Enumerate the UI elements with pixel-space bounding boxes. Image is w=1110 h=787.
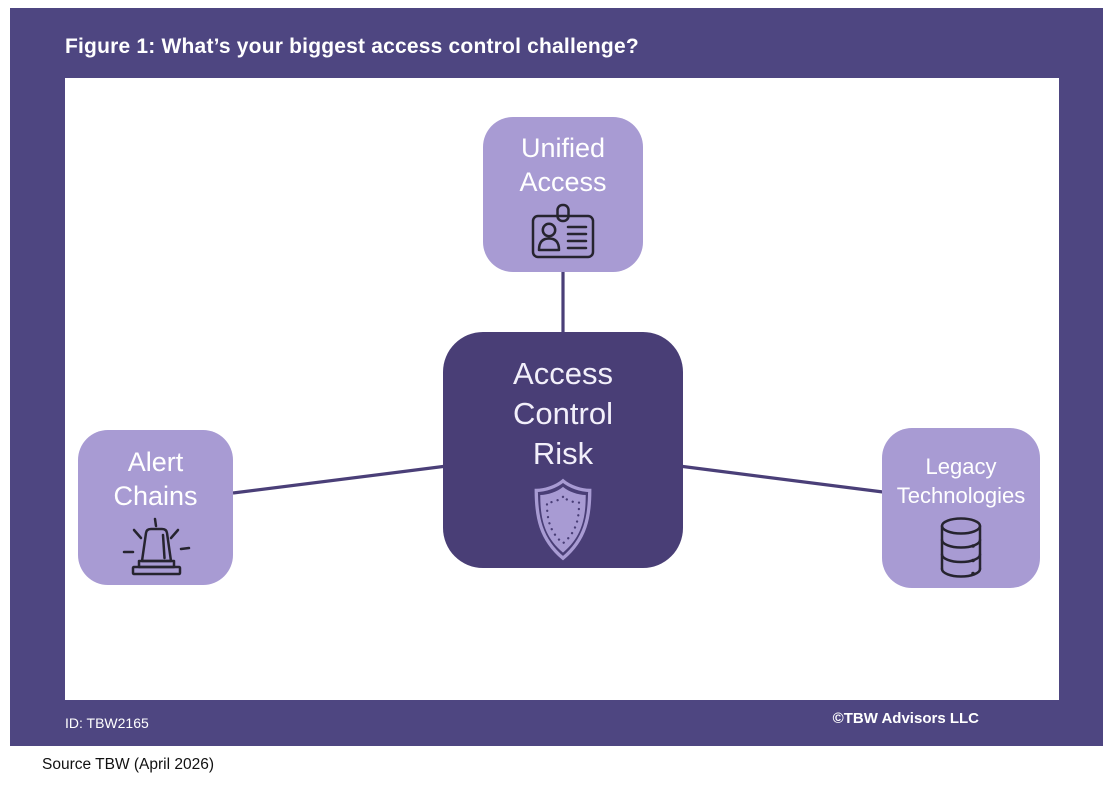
node-unified-access-label: Unified Access — [519, 133, 607, 197]
figure-title: Figure 1: What’s your biggest access con… — [65, 35, 639, 58]
node-alert-chains: Alert Chains — [78, 430, 233, 585]
connector-left — [232, 464, 448, 495]
copyright-label: ©TBW Advisors LLC — [832, 710, 979, 727]
connector-right — [678, 464, 884, 494]
database-icon — [940, 517, 982, 578]
diagram-panel: Unified Access Access Control Risk — [65, 78, 1059, 700]
source-caption: Source TBW (April 2026) — [42, 756, 214, 773]
figure-id-label: ID: TBW2165 — [65, 715, 149, 731]
shield-icon — [534, 478, 592, 561]
id-badge-icon — [531, 203, 595, 259]
node-legacy-technologies: Legacy Technologies — [882, 428, 1040, 588]
node-access-control-risk-label: Access Control Risk — [513, 356, 613, 471]
figure-frame: Figure 1: What’s your biggest access con… — [10, 8, 1103, 746]
node-unified-access: Unified Access — [483, 117, 643, 272]
node-alert-chains-label: Alert Chains — [113, 447, 198, 511]
node-access-control-risk: Access Control Risk — [443, 332, 683, 568]
siren-icon — [122, 517, 190, 576]
node-legacy-technologies-label: Legacy Technologies — [896, 454, 1026, 508]
